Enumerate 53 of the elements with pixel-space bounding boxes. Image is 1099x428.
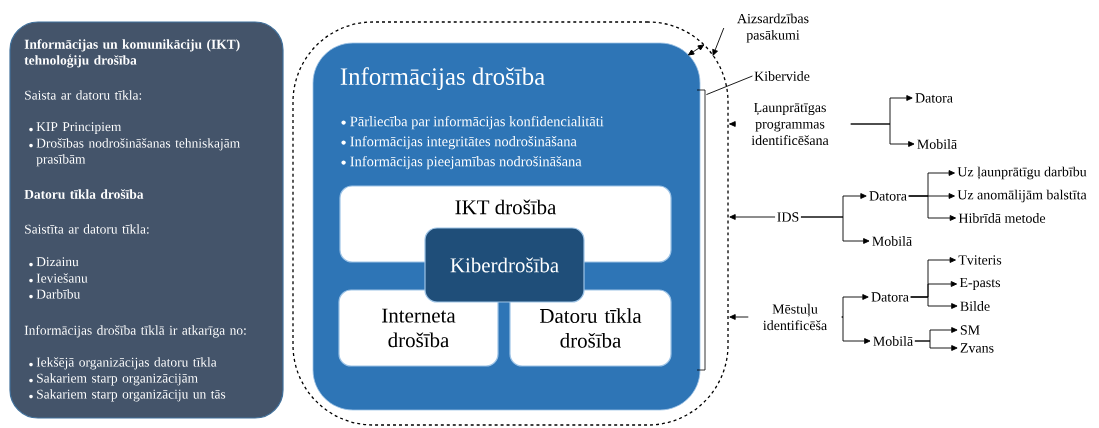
bullet-item: Darbību	[29, 289, 81, 299]
arrow	[908, 195, 957, 221]
section-box: Interneta drošība	[338, 289, 499, 367]
arrow	[729, 214, 776, 220]
arrow	[728, 121, 736, 127]
bullet-item: Iekšējā organizācijas datoru tīkla	[29, 357, 217, 370]
branch-label: Ļaunprātīgas programmas identificēšana	[751, 102, 829, 146]
arrow	[850, 123, 915, 147]
bullet-item: Pārliecība par informācijas konfidencialitāti	[341, 116, 604, 130]
bullet-item: Sakariem starp organizācijām	[29, 373, 198, 386]
branch-item: Zvans	[960, 343, 994, 353]
branch-item: E-pasts	[959, 277, 1001, 291]
branch-item: Datora	[871, 292, 909, 302]
bullet-item: KIP Principiem	[29, 122, 122, 134]
branch-item: Uz ļaunprātīgu darbību	[957, 166, 1087, 180]
bullet-item: Dizainu	[29, 257, 79, 267]
leader-line	[705, 75, 753, 96]
panel-text: Saistīta ar datoru tīkla:	[25, 224, 149, 234]
branch-item: Mobilā	[873, 336, 913, 346]
arrow	[800, 216, 870, 244]
arrow	[729, 314, 749, 320]
branch-item: Bilde	[960, 301, 990, 311]
branch-item: Tviteris	[958, 255, 1002, 265]
bullet-item: Sakariem starp organizāciju un tās	[29, 389, 226, 402]
bullet-item: Informācijas integritātes nodrošināšana	[341, 135, 577, 150]
panel-text: Saista ar datoru tīkla:	[25, 90, 142, 100]
label-text: Kibervide	[754, 71, 810, 81]
branch-item: Datora	[869, 191, 907, 201]
arrow	[841, 316, 871, 344]
arrow	[712, 27, 725, 56]
core-box: Kiberdrošība	[424, 227, 585, 303]
branch-item: Datora	[915, 93, 953, 103]
double-arrow	[687, 44, 705, 56]
branch-item: Mobilā	[917, 139, 957, 149]
branch-item: Hibrīdā metode	[958, 213, 1046, 223]
section-box: Datoru tīkla drošība	[509, 289, 672, 367]
branch-label: IDS	[777, 212, 799, 222]
panel-heading: Datoru tīkla drošība	[24, 189, 144, 199]
arrow	[914, 340, 958, 351]
box-title: Informācijas drošība	[340, 67, 545, 90]
branch-item: Mobilā	[872, 236, 912, 246]
arrow	[841, 294, 869, 318]
panel-heading: Informācijas un komunikāciju (IKT) tehnoloģiju drošība	[24, 39, 240, 68]
label-text: Aizsardzības pasākumi	[737, 13, 809, 43]
panel-text: Informācijas drošība tīklā ir atkarīga no:	[24, 325, 246, 338]
bullet-item: Informācijas pieejamības nodrošināšana	[341, 156, 582, 170]
branch-item: Uz anomālijām balstīta	[957, 189, 1087, 203]
bullet-item: Ieviešanu	[29, 273, 88, 283]
dashed-boundary	[292, 21, 729, 426]
branch-label: Mēstuļu identificēša	[763, 303, 827, 331]
branch-item: SM	[960, 325, 980, 335]
arrow	[910, 296, 958, 309]
bullet-item: Drošības nodrošināšanas tehniskajām prasībām	[29, 138, 240, 167]
